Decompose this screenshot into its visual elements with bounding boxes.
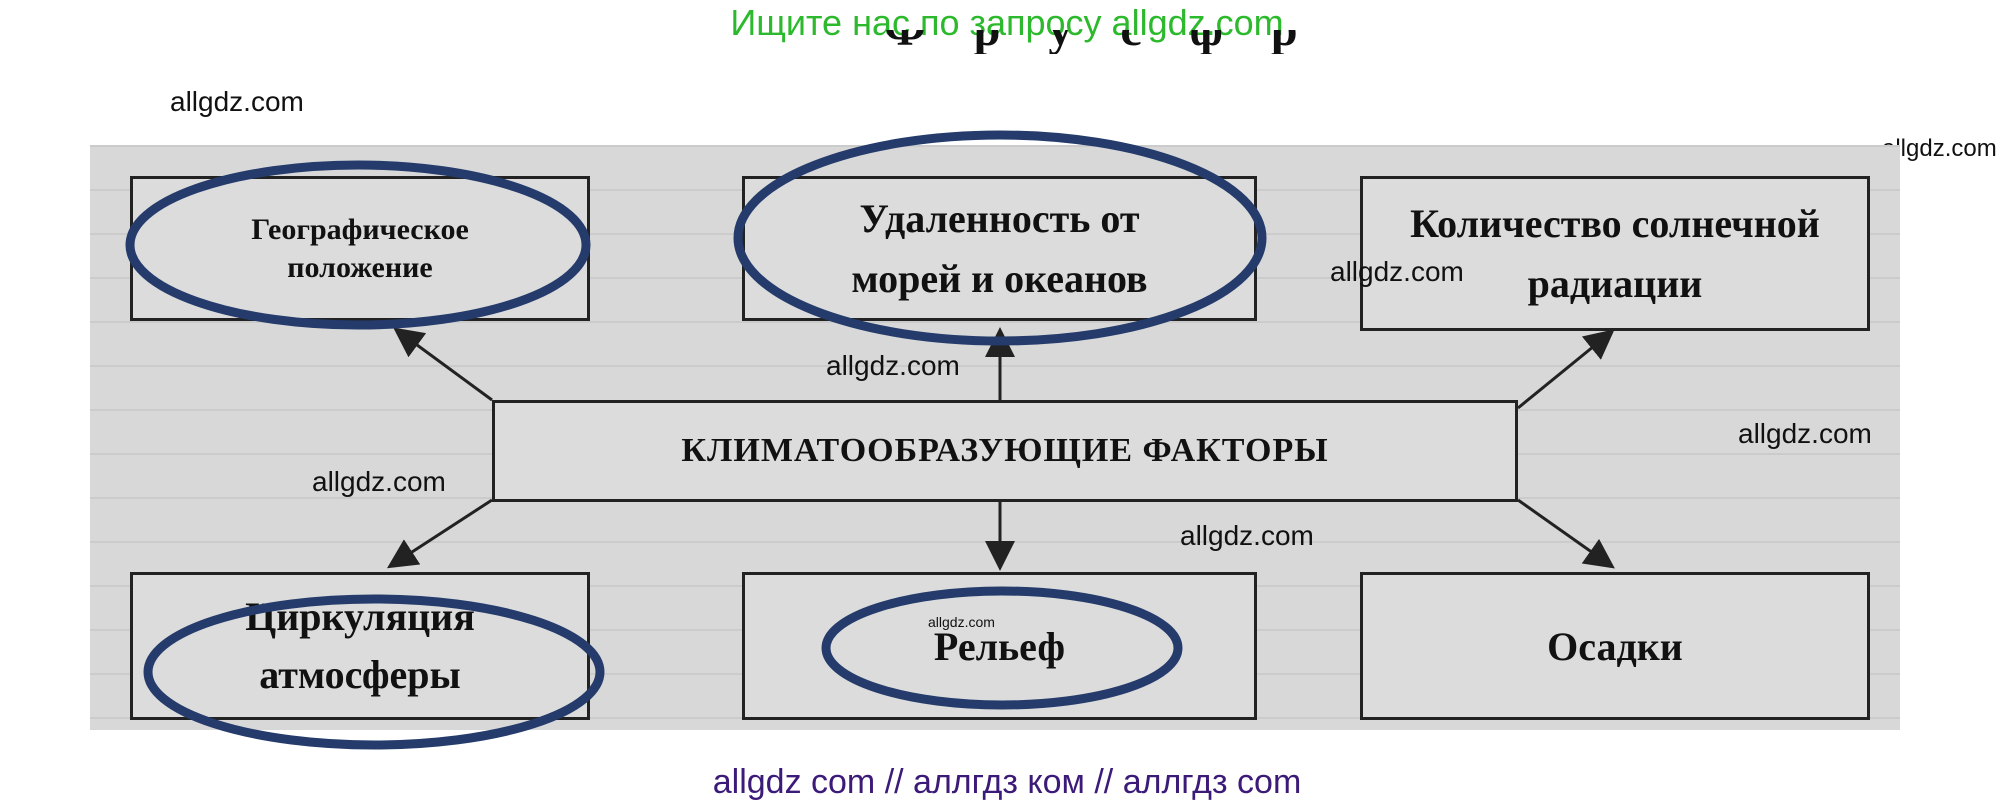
highlight-ellipse-circulation	[143, 594, 605, 750]
watermark: allgdz.com	[826, 350, 960, 381]
watermark: allgdz.com	[1882, 135, 1997, 162]
arrow-to-precipitation	[1517, 498, 1615, 569]
highlight-ellipse-geographic-position	[125, 160, 591, 330]
watermark: allgdz.com	[1180, 520, 1314, 551]
bottom-banner: allgdz com // аллгдз ком // аллгдз com	[712, 763, 1302, 801]
watermark: allgdz.com	[312, 466, 446, 497]
watermark: allgdz.com	[170, 86, 304, 117]
top-banner: Ищите нас по запросу allgdz.com	[730, 2, 1284, 43]
highlight-ellipse-distance	[733, 130, 1267, 346]
center-box-climate-factors: КЛИМАТООБРАЗУЮЩИЕ ФАКТОРЫ	[492, 400, 1518, 502]
arrow-to-geographic-position	[393, 327, 493, 402]
factor-box-precipitation: Осадки	[1360, 572, 1870, 720]
watermark: allgdz.com	[1330, 256, 1464, 287]
arrow-to-solar-radiation	[1517, 329, 1615, 410]
partial-page-title: Ф р у с ф р	[860, 30, 1340, 54]
highlight-ellipse-relief	[821, 586, 1183, 710]
watermark: allgdz.com	[928, 614, 995, 630]
arrow-to-circulation	[386, 498, 493, 569]
watermark: allgdz.com	[1738, 418, 1872, 449]
